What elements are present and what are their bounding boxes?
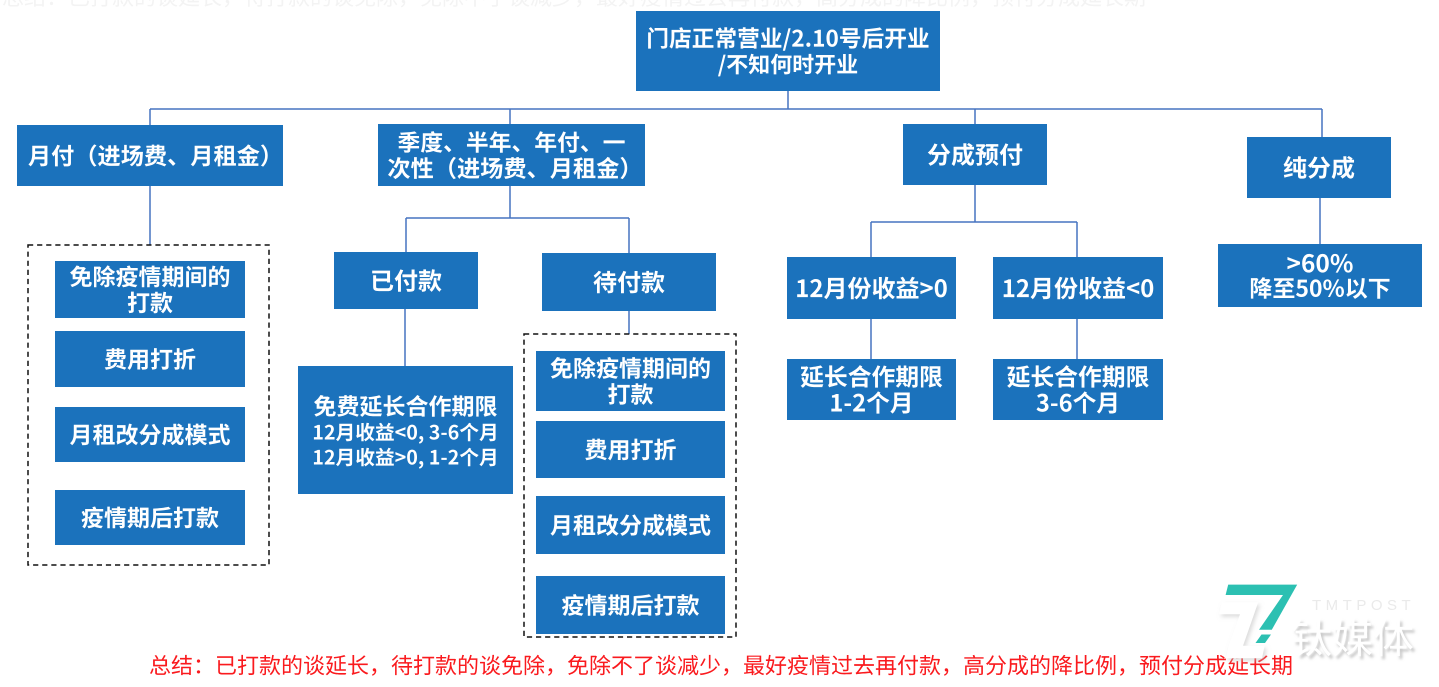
svg-text:TMTPOST: TMTPOST [1312,597,1415,614]
